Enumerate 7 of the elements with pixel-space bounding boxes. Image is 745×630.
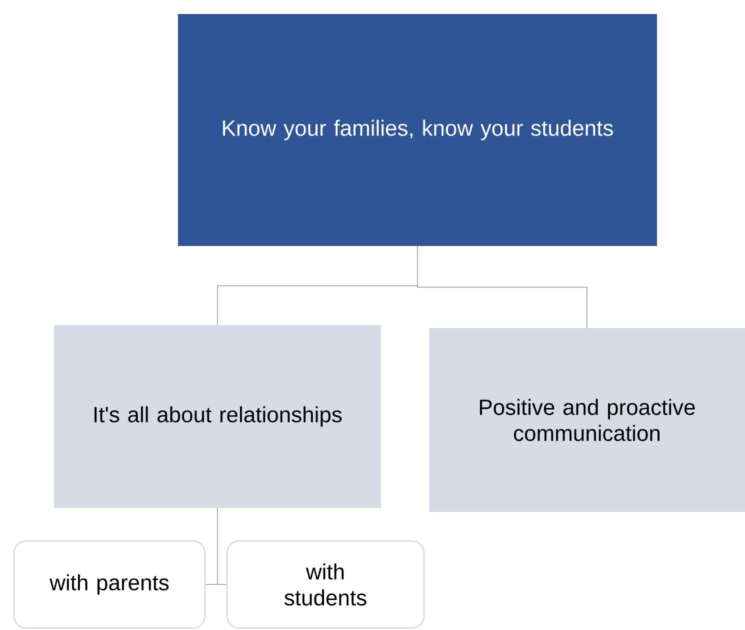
item-box: with students bbox=[226, 540, 425, 629]
item-box: with parents bbox=[13, 540, 206, 629]
connector-line bbox=[217, 508, 227, 585]
category-box: It's all about relationships bbox=[54, 325, 381, 508]
connector-line bbox=[417, 246, 588, 328]
heading-box: Know your families, know your students bbox=[178, 14, 657, 246]
category-box: Positive and proactive communication bbox=[429, 328, 745, 512]
